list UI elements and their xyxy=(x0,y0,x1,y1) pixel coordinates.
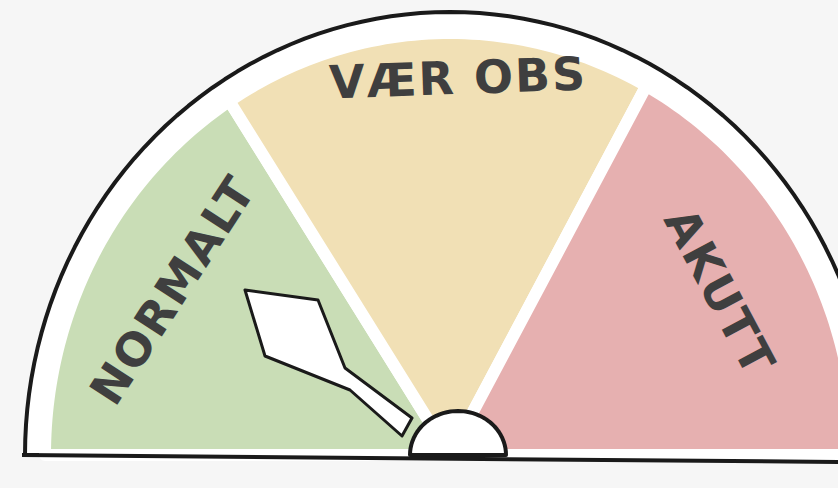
sector-fill xyxy=(229,33,646,455)
gauge-needle xyxy=(245,290,412,436)
sector-fill xyxy=(450,86,838,455)
sector-label: NORMALT xyxy=(78,166,266,415)
gauge-baseline xyxy=(22,455,838,462)
gauge-outline xyxy=(25,12,838,455)
sector-label: VÆR OBS xyxy=(328,47,588,110)
sector-fill xyxy=(45,101,450,455)
gauge-hub xyxy=(410,411,506,455)
sector-label: AKUTT xyxy=(653,199,786,385)
